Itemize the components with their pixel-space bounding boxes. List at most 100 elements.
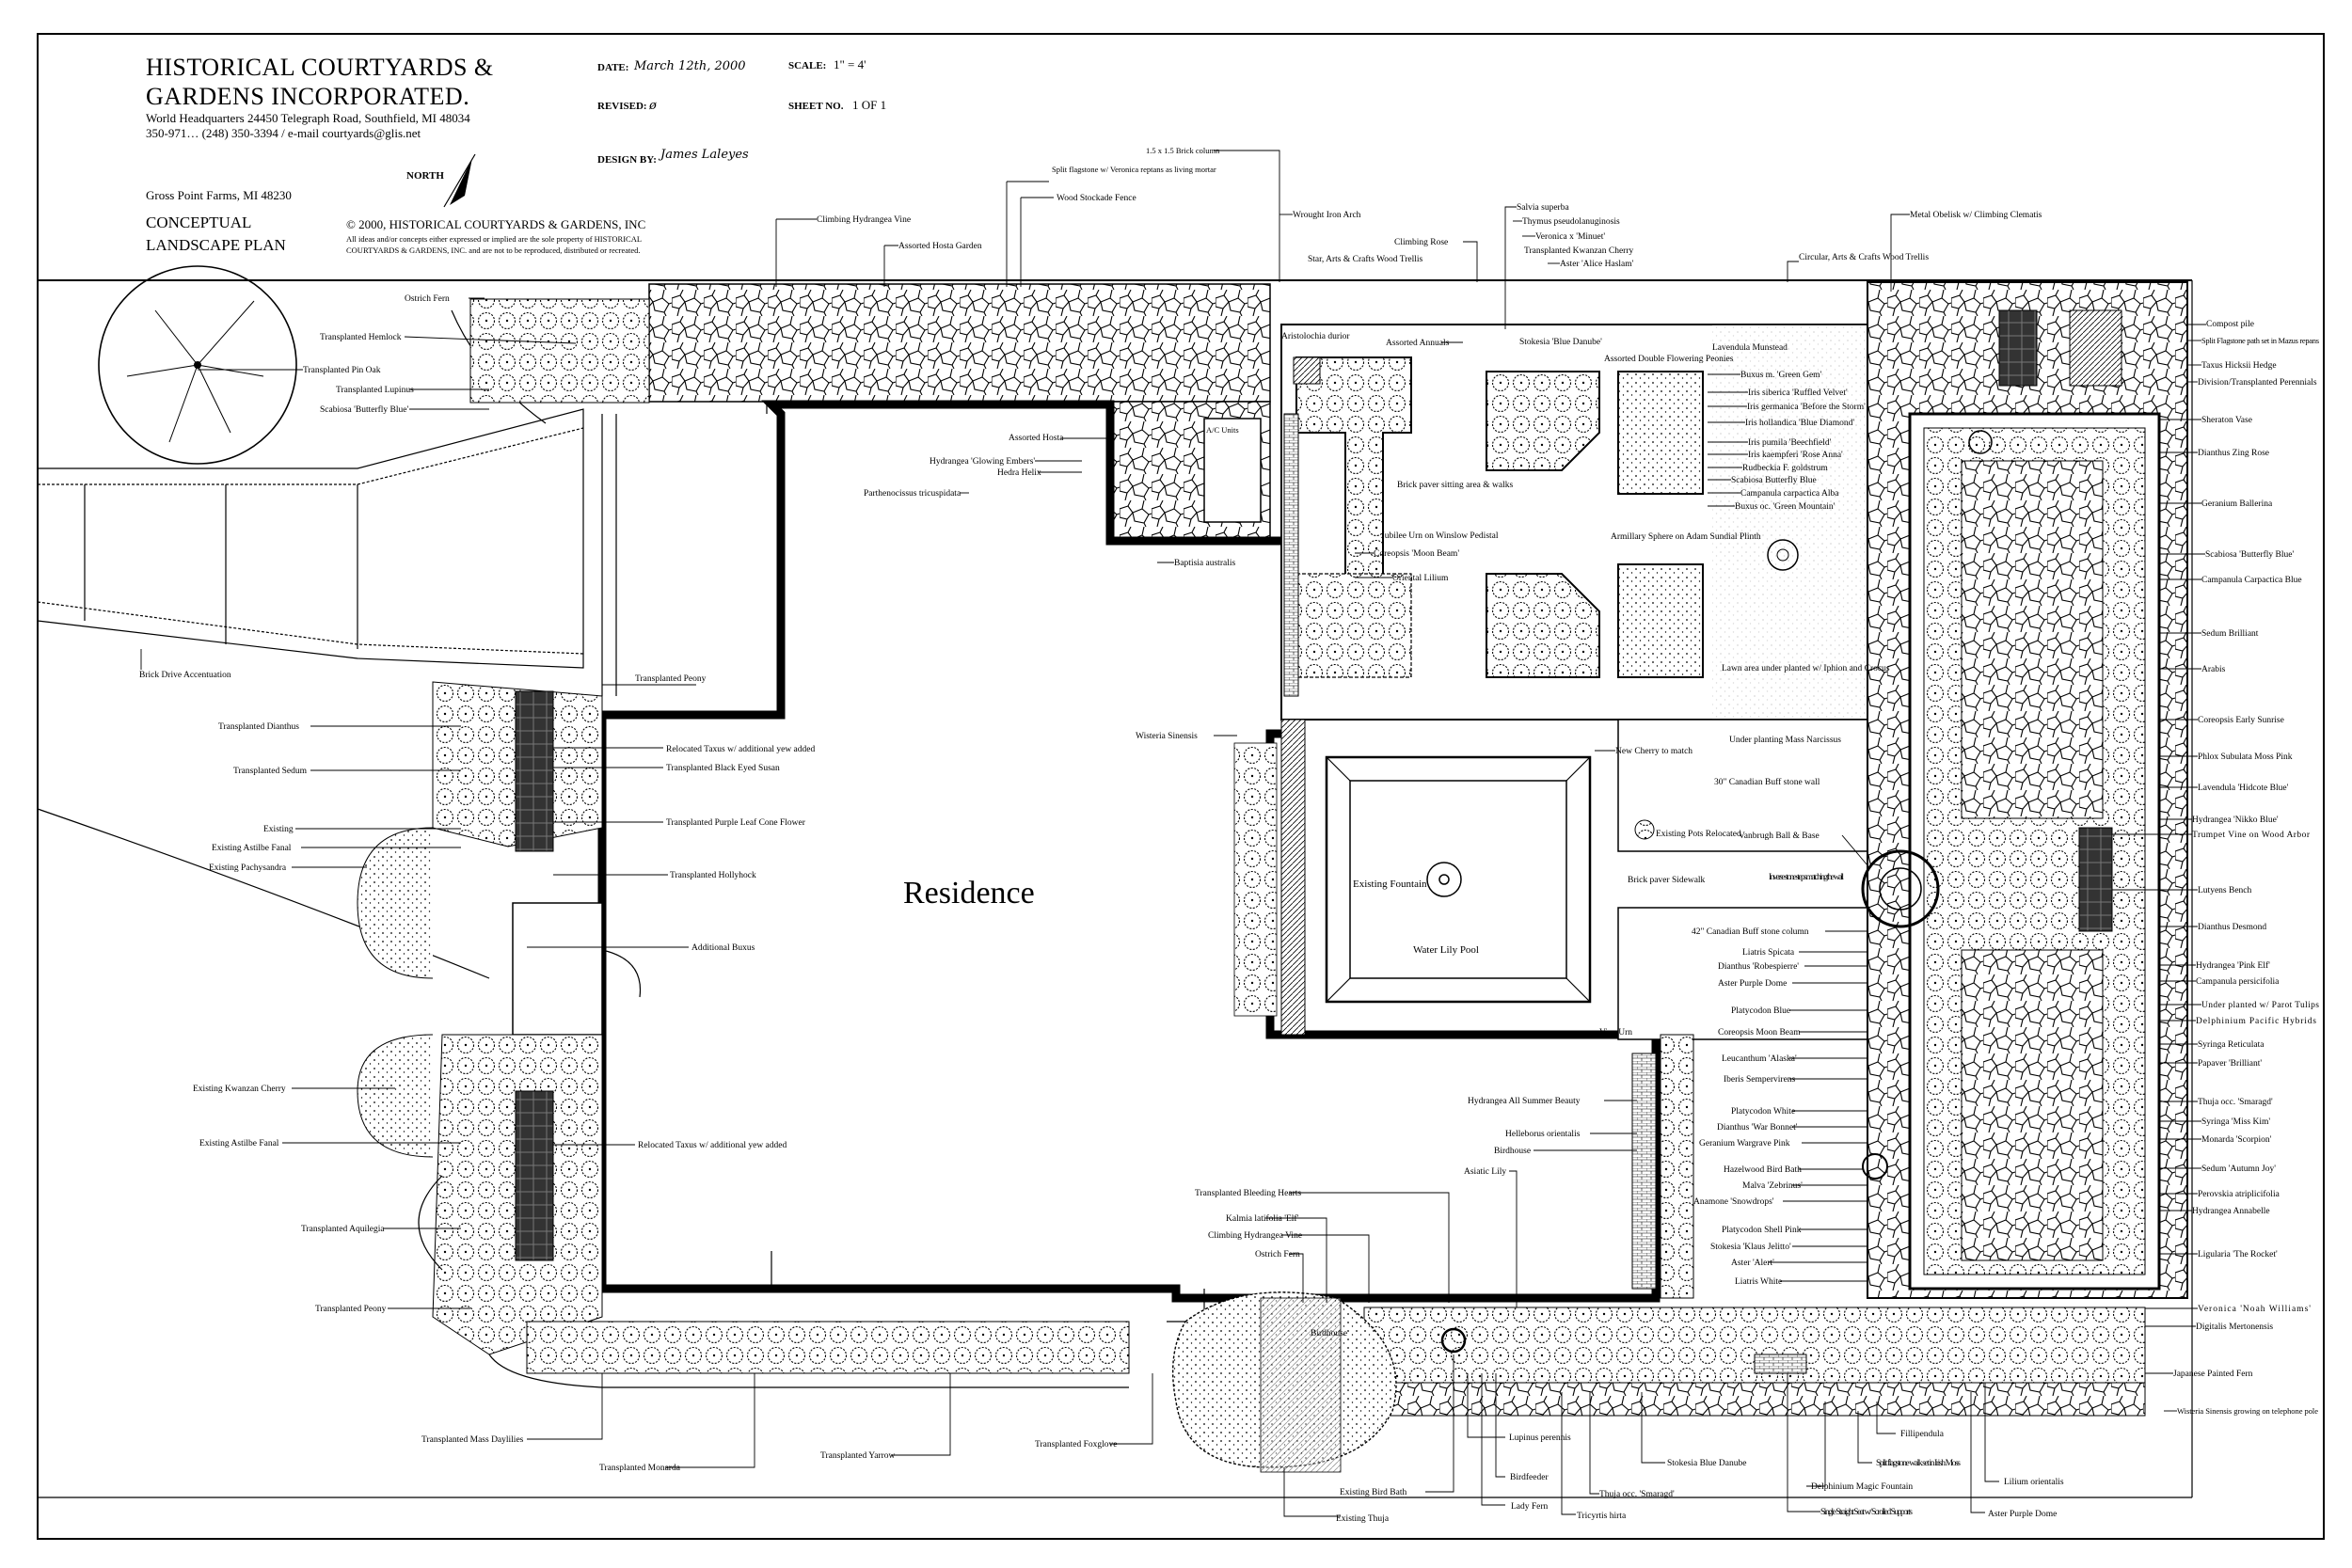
north-label: NORTH (406, 170, 444, 182)
company-name-line1: HISTORICAL COURTYARDS & (146, 54, 494, 81)
designer-signature: James Laleyes (658, 148, 749, 162)
date-label: DATE: (597, 62, 628, 73)
label-aster-alice: Aster 'Alice Haslam' (1560, 260, 1634, 269)
label-hazelwood: Hazelwood Bird Bath (1724, 1165, 1802, 1175)
label-scabiosa-mid: Scabiosa Butterfly Blue (1731, 475, 1817, 485)
label-vanbrugh: Vanbrugh Ball & Base (1739, 832, 1820, 841)
label-delphinium-pacific: Delphinium Pacific Hybrids (2196, 1016, 2316, 1026)
north-arrow-icon (443, 153, 476, 208)
label-thymus: Thymus pseudolanuginosis (1522, 217, 1620, 227)
label-brick-drive: Brick Drive Accentuation (139, 671, 231, 680)
sheraton-vase-icon (1968, 430, 1993, 454)
label-platycodon-blue: Platycodon Blue (1731, 1006, 1790, 1016)
label-ligularia: Ligularia 'The Rocket' (2198, 1250, 2278, 1259)
label-bleeding-hearts: Transplanted Bleeding Hearts (1195, 1189, 1301, 1198)
label-aquilegia: Transplanted Aquilegia (301, 1225, 385, 1234)
label-thuja-smaragd-right: Thuja occ. 'Smaragd' (2198, 1098, 2273, 1107)
label-liatris-spicata: Liatris Spicata (1742, 948, 1795, 958)
lower-lawn (1617, 719, 1868, 852)
label-lilium-orientalis: Lilium orientalis (2004, 1478, 2064, 1487)
taxus-hedge-lower (515, 1090, 554, 1261)
top-flagstone-walk (648, 283, 1271, 403)
scale-label: SCALE: (788, 60, 826, 71)
entry-step (512, 902, 603, 1036)
label-stokesia-blue-danube-top: Stokesia 'Blue Danube' (1519, 338, 1602, 347)
label-hydrangea-all-summer: Hydrangea All Summer Beauty (1468, 1097, 1581, 1106)
company-name-line2: GARDENS INCORPORATED. (146, 83, 469, 110)
bird-bath-icon (1440, 1327, 1467, 1354)
label-climbing-hydrangea-top: Climbing Hydrangea Vine (817, 215, 911, 225)
ac-unit-label: A/C Units (1206, 425, 1239, 435)
plan-title-line1: CONCEPTUAL (146, 214, 251, 231)
label-wisteria-left: Wisteria Sinensis (1136, 732, 1198, 741)
straight-seat (1754, 1354, 1807, 1374)
label-hosta-garden: Assorted Hosta Garden (898, 242, 982, 251)
label-sheraton: Sheraton Vase (2201, 416, 2252, 425)
compost-pile (1998, 309, 2038, 387)
scale-value: 1" = 4' (834, 57, 866, 71)
label-arabis: Arabis (2201, 665, 2226, 674)
label-aster-purple-dome-mid: Aster Purple Dome (1718, 979, 1787, 989)
label-relocated-taxus-2: Relocated Taxus w/ additional yew added (638, 1141, 787, 1150)
date-value: March 12th, 2000 (633, 59, 746, 73)
lutyens-bench (2078, 827, 2113, 932)
label-veronica-minuet: Veronica x 'Minuet' (1535, 232, 1605, 242)
label-additional-buxus: Additional Buxus (691, 943, 755, 953)
label-hedra: Hedra Helix (997, 468, 1041, 478)
label-perovskia: Perovskia atriplicifolia (2198, 1189, 2280, 1199)
parterre-bed-ne (1486, 371, 1600, 471)
split-flagstone-walk (1363, 1382, 2146, 1417)
label-stockade: Wood Stockade Fence (1057, 194, 1136, 203)
label-geranium-ballerina: Geranium Ballerina (2201, 499, 2273, 509)
rights-text-2: COURTYARDS & GARDENS, INC. and are not t… (346, 245, 641, 255)
label-leucanthum: Leucanthum 'Alaska' (1722, 1054, 1797, 1064)
label-dianthus-robespierre: Dianthus 'Robespierre' (1718, 962, 1799, 972)
fountain-icon (1426, 862, 1462, 897)
residence-label: Residence (903, 876, 1035, 911)
copyright-text: © 2000, HISTORICAL COURTYARDS & GARDENS,… (346, 217, 645, 231)
label-aster-purple-dome-bot: Aster Purple Dome (1988, 1510, 2057, 1519)
plant-labels: Ostrich Fern Transplanted Hemlock Transp… (139, 146, 2319, 1524)
iris-bed-s (1617, 563, 1704, 678)
south-mixed-border (526, 1321, 1130, 1374)
pin-oak-tree-icon (98, 265, 297, 465)
label-split-flag-top: Split flagstone w/ Veronica reptans as l… (1052, 165, 1216, 174)
sheet-label: SHEET NO. (788, 101, 844, 112)
label-iris-ruffled: Iris siberica 'Ruffled Velvet' (1748, 388, 1848, 398)
label-metal-obelisk: Metal Obelisk w/ Climbing Clematis (1910, 211, 2042, 220)
label-filipendula: Fillipendula (1900, 1430, 1945, 1439)
label-ostrich-fern-top: Ostrich Fern (405, 294, 450, 304)
label-annuals: Assorted Annuals (1386, 339, 1450, 348)
iris-bed-n (1617, 371, 1704, 495)
label-iris-before: Iris germanica 'Before the Storm' (1747, 402, 1866, 412)
label-buff-column42: 42" Canadian Buff stone column (1692, 927, 1809, 937)
label-geranium-wargrave: Geranium Wargrave Pink (1699, 1139, 1790, 1148)
label-lupinus-perennis: Lupinus perennis (1509, 1433, 1571, 1443)
label-veronica-noah: Veronica 'Noah Williams' (2198, 1305, 2311, 1314)
label-brick-sidewalk: Brick paver Sidewalk (1628, 876, 1706, 885)
label-division: Division/Transplanted Perennials (2198, 378, 2317, 388)
lawn-area (1712, 325, 1869, 720)
label-hollyhock: Transplanted Hollyhock (670, 871, 756, 880)
label-transplanted-pin-oak: Transplanted Pin Oak (303, 366, 381, 375)
label-mass-daylilies: Transplanted Mass Daylilies (421, 1435, 524, 1445)
label-buxus-green-mountain: Buxus oc. 'Green Mountain' (1735, 502, 1836, 512)
label-platycodon-shell: Platycodon Shell Pink (1722, 1226, 1802, 1235)
label-helleborus: Helleborus orientalis (1505, 1130, 1581, 1139)
birdhouse-bed (1172, 1291, 1397, 1473)
label-brick-column: 1.5 x 1.5 Brick column (1146, 146, 1220, 155)
label-hydrangea-nikko: Hydrangea 'Nikko Blue' (2192, 816, 2279, 825)
label-asiatic-lily: Asiatic Lily (1464, 1167, 1506, 1177)
label-kwanzan-left: Existing Kwanzan Cherry (193, 1085, 286, 1094)
label-hydrangea-pink-elf: Hydrangea 'Pink Elf' (2196, 960, 2270, 971)
label-lutyens: Lutyens Bench (2198, 886, 2252, 895)
label-anamone: Anamone 'Snowdrops' (1693, 1197, 1774, 1207)
label-sedum-autumn: Sedum 'Autumn Joy' (2201, 1164, 2276, 1174)
label-double-peonies: Assorted Double Flowering Peonies (1604, 355, 1734, 364)
label-thuja: Existing Thuja (1336, 1514, 1390, 1524)
design-by-label: DESIGN BY: (597, 154, 657, 166)
label-split-flag-irish: Split flagstone walk set in Irish Moss (1876, 1458, 1961, 1468)
water-lily-pool (1325, 755, 1592, 1004)
label-campanula-alba: Campanula carpactica Alba (1740, 489, 1839, 499)
armillary-sphere-icon (1767, 539, 1799, 571)
